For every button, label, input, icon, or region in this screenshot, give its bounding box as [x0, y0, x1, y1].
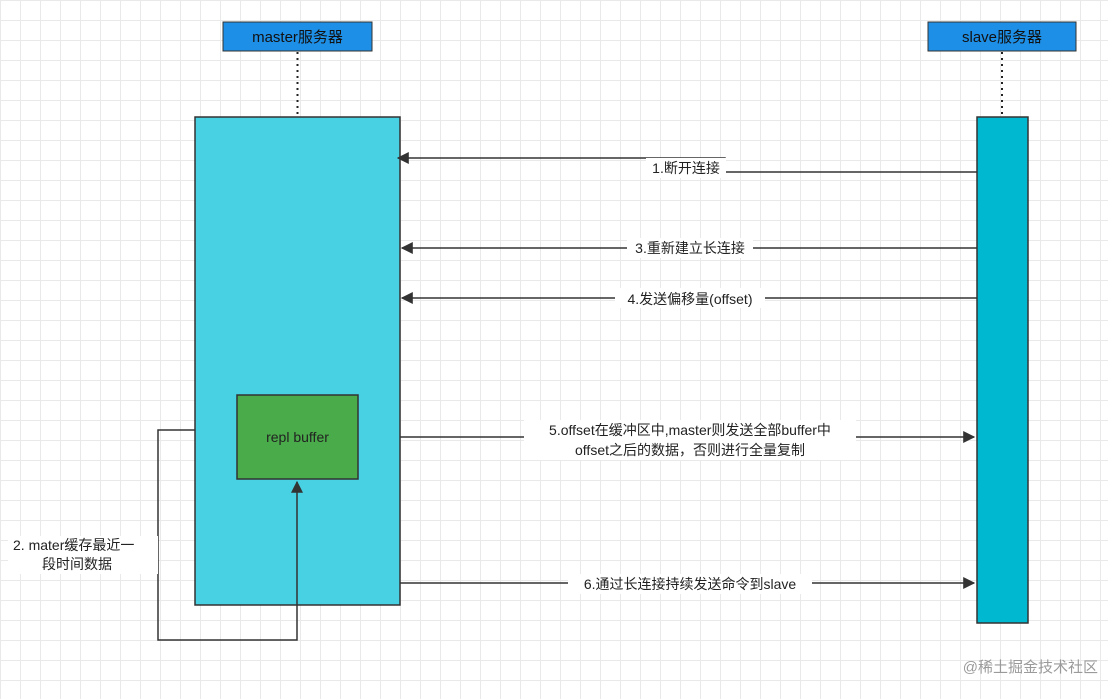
msg6-label-bg — [568, 574, 812, 594]
slave-server-header — [927, 21, 1077, 52]
repl-buffer-label: repl buffer — [266, 429, 329, 445]
msg4-label-bg — [615, 288, 765, 308]
msg5-label-line1: 5.offset在缓冲区中,master则发送全部buffer中 — [549, 422, 831, 438]
msg1-label-bg — [646, 158, 726, 178]
master-server-header — [222, 21, 373, 52]
note-label-line2: 段时间数据 — [42, 556, 112, 572]
msg5-label-line2: offset之后的数据，否则进行全量复制 — [575, 442, 805, 458]
note-label-line1: 2. mater缓存最近一 — [13, 537, 134, 553]
msg5-label-bg — [524, 420, 856, 460]
watermark-text: @稀土掘金技术社区 — [963, 659, 1098, 676]
master-server-header-label: master服务器 — [252, 29, 343, 46]
note-label-bg — [8, 536, 158, 574]
msg4-label: 4.发送偏移量(offset) — [628, 291, 753, 307]
slave-server-header-label: slave服务器 — [962, 29, 1042, 46]
cache-loop-arrow — [157, 429, 303, 641]
repl-buffer-box — [236, 394, 359, 480]
msg6-label: 6.通过长连接持续发送命令到slave — [584, 576, 797, 592]
msg3-label-bg — [627, 238, 753, 258]
msg3-label: 3.重新建立长连接 — [635, 240, 745, 256]
msg1-label: 1.断开连接 — [652, 160, 720, 176]
slave-activation-bar — [976, 116, 1029, 624]
